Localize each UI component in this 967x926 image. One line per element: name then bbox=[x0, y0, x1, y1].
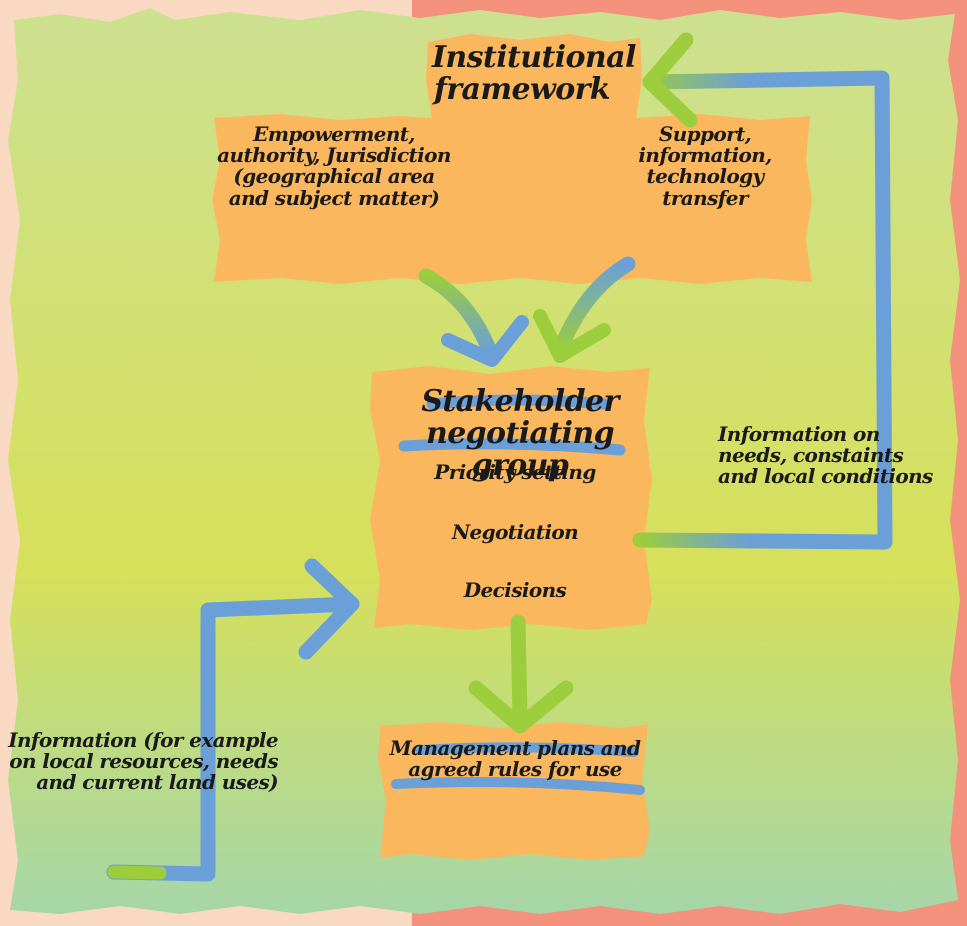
decision-arrow bbox=[510, 614, 528, 724]
feedback-arrow-head bbox=[642, 32, 698, 128]
right-flow-label: Support, information, technology transfe… bbox=[638, 122, 772, 210]
priority-setting-item: Priority setting bbox=[434, 460, 596, 484]
left-arrow bbox=[418, 268, 498, 360]
info-arrow-tail bbox=[107, 865, 167, 880]
stakeholder-title: Stakeholder negotiating group bbox=[421, 384, 619, 483]
left-flow-label: Empowerment, authority, Jurisdiction (ge… bbox=[217, 122, 451, 210]
left-arrow-head bbox=[441, 315, 529, 367]
management-scribble bbox=[391, 742, 645, 795]
info-arrow-head bbox=[298, 558, 360, 660]
feedback-label: Information on needs, constaints and loc… bbox=[718, 422, 933, 489]
decision-arrow-head bbox=[468, 680, 574, 734]
info-label: Information (for example on local resour… bbox=[8, 728, 278, 795]
negotiation-item: Negotiation bbox=[451, 520, 579, 544]
management-box bbox=[378, 722, 650, 860]
institutional-box bbox=[212, 34, 812, 284]
feedback-arrow bbox=[632, 70, 893, 550]
institutional-title: Institutional framework bbox=[432, 40, 636, 107]
stakeholder-box bbox=[370, 366, 652, 630]
decisions-item: Decisions bbox=[463, 578, 567, 602]
right-arrow-head bbox=[533, 309, 611, 363]
stakeholder-scribble bbox=[398, 394, 626, 456]
management-label: Management plans and agreed rules for us… bbox=[389, 736, 641, 782]
right-arrow bbox=[552, 256, 636, 358]
